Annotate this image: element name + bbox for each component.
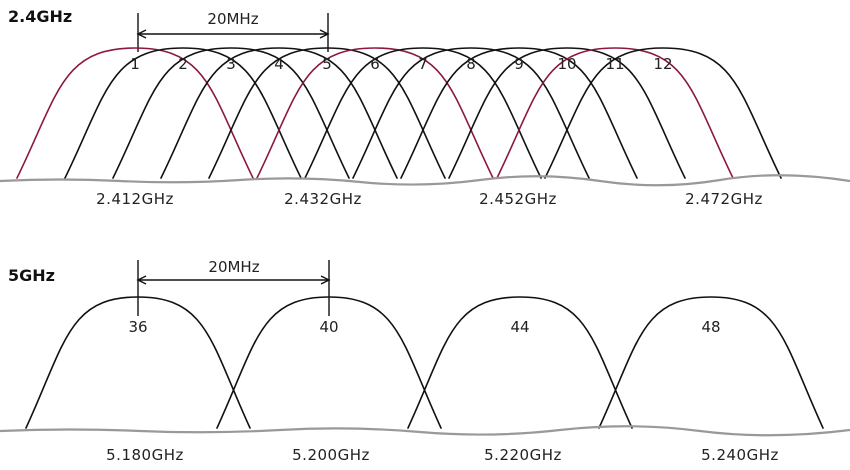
channel-curve-3 xyxy=(112,47,350,179)
channel-label-1: 1 xyxy=(130,55,140,73)
channel-label-10: 10 xyxy=(557,55,576,73)
width-arrowhead-right xyxy=(319,29,330,39)
channel-label-48: 48 xyxy=(701,318,720,336)
channel-label-3: 3 xyxy=(226,55,236,73)
channel-label-36: 36 xyxy=(128,318,147,336)
band-5ghz-channel-curves xyxy=(25,296,824,429)
channel-label-11: 11 xyxy=(605,55,624,73)
frequency-label-1: 5.200GHz xyxy=(292,446,370,464)
frequency-label-0: 2.412GHz xyxy=(96,190,174,208)
channel-curve-11 xyxy=(496,47,734,179)
channel-curve-4 xyxy=(160,47,398,179)
band-24ghz-baseline xyxy=(0,174,850,187)
width-arrowhead-left xyxy=(136,275,147,285)
frequency-label-2: 5.220GHz xyxy=(484,446,562,464)
channel-label-7: 7 xyxy=(418,55,428,73)
band-5ghz-baseline xyxy=(0,425,850,437)
band-5ghz-width-indicator: 20MHz xyxy=(136,258,331,316)
channel-curve-36 xyxy=(25,296,251,429)
band-24ghz-width-indicator: 20MHz xyxy=(136,10,330,52)
channel-curve-8 xyxy=(352,47,590,179)
channel-curve-40 xyxy=(216,296,442,429)
channel-label-4: 4 xyxy=(274,55,284,73)
channel-curve-9 xyxy=(400,47,638,179)
band-5ghz-channel-labels: 36 40 44 48 xyxy=(128,318,720,336)
frequency-label-3: 2.472GHz xyxy=(685,190,763,208)
band-24ghz-width-label: 20MHz xyxy=(207,10,258,28)
frequency-label-1: 2.432GHz xyxy=(284,190,362,208)
band-5ghz-section: 5GHz 20MHz 36 40 44 48 5.180GHz 5.200GHz 5.22… xyxy=(0,258,850,464)
channel-label-2: 2 xyxy=(178,55,188,73)
frequency-label-2: 2.452GHz xyxy=(479,190,557,208)
channel-curve-12 xyxy=(544,47,782,179)
channel-curve-6 xyxy=(256,47,494,179)
frequency-label-0: 5.180GHz xyxy=(106,446,184,464)
channel-label-8: 8 xyxy=(466,55,476,73)
channel-curve-44 xyxy=(407,296,633,429)
band-24ghz-channel-curves xyxy=(16,47,782,179)
band-5ghz-title: 5GHz xyxy=(8,266,55,285)
channel-curve-48 xyxy=(598,296,824,429)
width-arrowhead-right xyxy=(320,275,331,285)
band-24ghz-title: 2.4GHz xyxy=(8,7,72,26)
channel-label-9: 9 xyxy=(514,55,524,73)
channel-label-40: 40 xyxy=(319,318,338,336)
channel-label-6: 6 xyxy=(370,55,380,73)
frequency-label-3: 5.240GHz xyxy=(701,446,779,464)
channel-curve-5 xyxy=(208,47,446,179)
channel-label-5: 5 xyxy=(322,55,332,73)
channel-curve-1 xyxy=(16,47,254,179)
channel-curve-7 xyxy=(304,47,542,179)
band-24ghz-frequency-labels: 2.412GHz 2.432GHz 2.452GHz 2.472GHz xyxy=(96,190,763,208)
channel-curve-10 xyxy=(448,47,686,179)
width-arrowhead-left xyxy=(136,29,147,39)
channel-curve-2 xyxy=(64,47,302,179)
band-5ghz-frequency-labels: 5.180GHz 5.200GHz 5.220GHz 5.240GHz xyxy=(106,446,779,464)
channel-label-12: 12 xyxy=(653,55,672,73)
band-5ghz-width-label: 20MHz xyxy=(208,258,259,276)
channel-label-44: 44 xyxy=(510,318,529,336)
